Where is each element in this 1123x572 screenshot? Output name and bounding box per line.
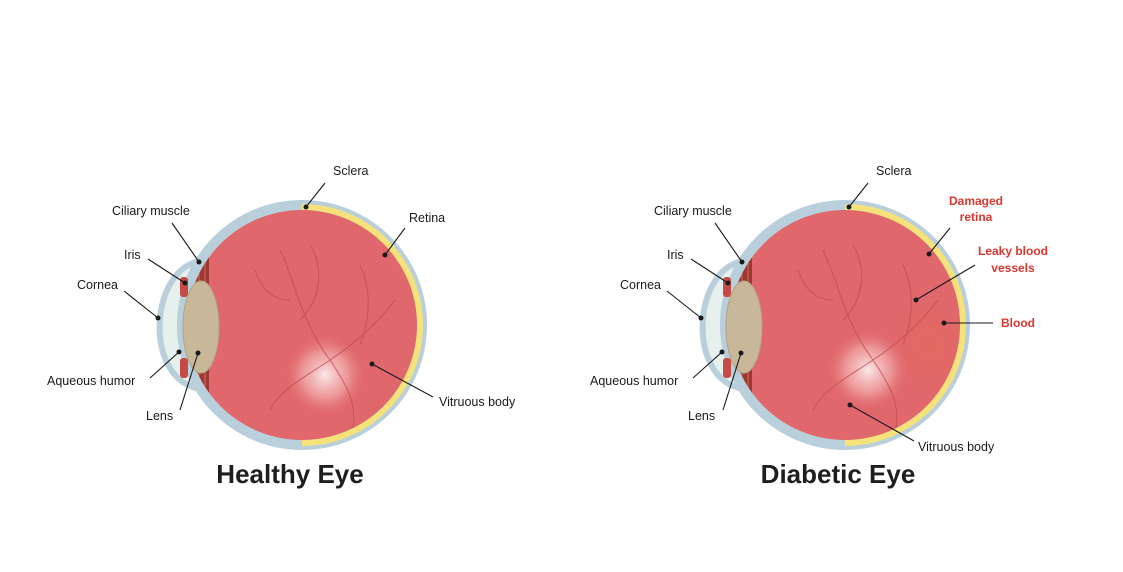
healthy-iris-bottom: [180, 358, 188, 378]
diabetic-retina: [844, 204, 966, 446]
healthy-label-vitreous-body: Vitruous body: [439, 395, 516, 409]
diabetic-label-damaged-retina-line2: retina: [960, 210, 993, 224]
healthy-label-iris: Iris: [124, 248, 141, 262]
healthy-eye-title: Healthy Eye: [216, 459, 363, 489]
healthy-label-retina: Retina: [409, 211, 445, 225]
diabetic-label-sclera: Sclera: [876, 164, 911, 178]
diabetic-label-vitreous-body: Vitruous body: [918, 440, 995, 454]
healthy-vessels: [254, 244, 396, 440]
diabetic-label-lens: Lens: [688, 409, 715, 423]
healthy-retina: [301, 204, 423, 446]
healthy-label-cornea: Cornea: [77, 278, 118, 292]
diabetic-label-leaky-vessels-line2: vessels: [991, 261, 1035, 275]
healthy-lens: [182, 280, 220, 374]
healthy-label-lens: Lens: [146, 409, 173, 423]
diabetic-iris-bottom: [723, 358, 731, 378]
diabetic-label-aqueous-humor: Aqueous humor: [590, 374, 678, 388]
diabetic-label-cornea: Cornea: [620, 278, 661, 292]
diabetic-eye-title: Diabetic Eye: [761, 459, 916, 489]
diabetic-blood-patch: [892, 297, 960, 393]
diabetic-label-blood: Blood: [1001, 316, 1035, 330]
diabetic-lens: [725, 280, 763, 374]
healthy-label-sclera: Sclera: [333, 164, 368, 178]
diabetic-label-leaky-vessels-line1: Leaky blood: [978, 244, 1048, 258]
diabetic-eye-diagram: Sclera Ciliary muscle Iris Cornea Aqueou…: [590, 164, 1048, 489]
healthy-label-ciliary-muscle: Ciliary muscle: [112, 204, 190, 218]
diabetic-vessels: [797, 244, 939, 440]
diabetic-label-ciliary-muscle: Ciliary muscle: [654, 204, 732, 218]
healthy-eye-diagram: Sclera Ciliary muscle Retina Iris Cornea…: [47, 164, 516, 489]
diabetic-label-iris: Iris: [667, 248, 684, 262]
diabetic-label-damaged-retina-line1: Damaged: [949, 194, 1003, 208]
healthy-label-aqueous-humor: Aqueous humor: [47, 374, 135, 388]
